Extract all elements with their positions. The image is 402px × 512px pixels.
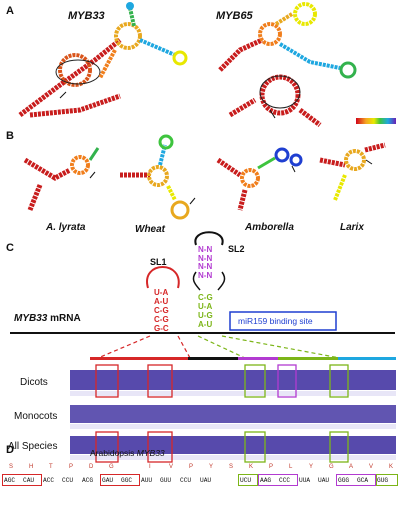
codon-box-4 xyxy=(258,474,298,486)
panel-label-c: C xyxy=(6,242,14,254)
aa-13: L xyxy=(289,464,293,470)
codon-3: CCU xyxy=(62,477,74,484)
aa-7: V xyxy=(169,464,174,470)
myb33-structure xyxy=(18,2,188,118)
binding-site-box xyxy=(229,311,337,331)
aa-10: S xyxy=(229,464,234,470)
myb33-title: MYB33 xyxy=(68,10,105,22)
codon-4: ACG xyxy=(82,477,94,484)
aa-18: K xyxy=(389,464,394,470)
codon-box-3 xyxy=(238,474,258,486)
panel-label-a: A xyxy=(6,5,14,17)
codon-2: ACC xyxy=(43,477,55,484)
codon-10: UAU xyxy=(200,477,212,484)
sequence-logo-all-species xyxy=(70,436,396,460)
panel-d-title: Arabidopsis MYB33 xyxy=(90,448,165,458)
codon-12: AAG xyxy=(260,477,272,484)
wheat-structure xyxy=(120,134,196,220)
codon-5: GAU xyxy=(102,477,114,484)
codon-0: AGC xyxy=(4,477,16,484)
codon-17: GCA xyxy=(357,477,369,484)
aa-15: G xyxy=(329,464,334,470)
sl2-label: SL2 xyxy=(228,244,245,254)
color-scale-bar xyxy=(356,118,396,124)
codon-1: CAU xyxy=(23,477,35,484)
mrna-label: MYB33 mRNA xyxy=(14,313,81,324)
codon-7: AUU xyxy=(141,477,153,484)
aa-14: Y xyxy=(309,464,314,470)
codon-box-6 xyxy=(376,474,398,486)
a-lyrata-structure xyxy=(23,147,100,211)
sl2-stem: C-G U-A U-G A-U xyxy=(198,293,213,329)
aa-5: G xyxy=(109,464,114,470)
species-larix: Larix xyxy=(340,222,364,233)
codon-9: CCU xyxy=(180,477,192,484)
sequence-logo-dicots xyxy=(70,370,396,396)
aa-9: Y xyxy=(209,464,214,470)
species-wheat: Wheat xyxy=(135,224,165,235)
larix-structure xyxy=(319,142,386,201)
sl1-stem: U-A A-U C-G C-G G-C xyxy=(154,288,169,333)
codon-11: UCU xyxy=(240,477,252,484)
aa-16: A xyxy=(349,464,354,470)
row-all-species: All Species xyxy=(8,441,58,452)
codon-13: CCC xyxy=(279,477,291,484)
aa-8: P xyxy=(189,464,194,470)
aa-2: T xyxy=(49,464,53,470)
aa-11: K xyxy=(249,464,254,470)
species-a-lyrata: A. lyrata xyxy=(46,222,86,233)
row-dicots: Dicots xyxy=(20,377,48,388)
codon-box-2 xyxy=(100,474,140,486)
aa-17: V xyxy=(369,464,374,470)
codon-box-1 xyxy=(2,474,42,486)
aa-3: P xyxy=(69,464,74,470)
myb65-title: MYB65 xyxy=(216,10,253,22)
codon-15: UAU xyxy=(318,477,330,484)
sequence-logo-monocots xyxy=(70,405,396,429)
sl1-label: SL1 xyxy=(150,257,167,267)
codon-16: GGG xyxy=(338,477,350,484)
panel-label-d: D xyxy=(6,444,14,456)
codon-14: UUA xyxy=(299,477,311,484)
codon-box-5 xyxy=(336,474,376,486)
panel-label-b: B xyxy=(6,130,14,142)
aa-0: S xyxy=(9,464,14,470)
row-monocots: Monocots xyxy=(14,411,58,422)
aa-4: D xyxy=(89,464,94,470)
sl2-loop-letters: N-N N-N N-N N-N xyxy=(198,245,213,280)
codon-18: GUG xyxy=(377,477,389,484)
amborella-structure xyxy=(216,147,303,211)
aa-1: H xyxy=(29,464,34,470)
sl1-loop xyxy=(146,266,180,289)
sl2-loop xyxy=(194,231,224,246)
aa-12: P xyxy=(269,464,274,470)
codon-6: GGC xyxy=(121,477,133,484)
codon-8: GUU xyxy=(160,477,172,484)
binding-site-label: miR159 binding site xyxy=(238,316,313,326)
myb65-structure xyxy=(218,2,357,127)
species-amborella: Amborella xyxy=(245,222,294,233)
aa-6: I xyxy=(149,464,151,470)
